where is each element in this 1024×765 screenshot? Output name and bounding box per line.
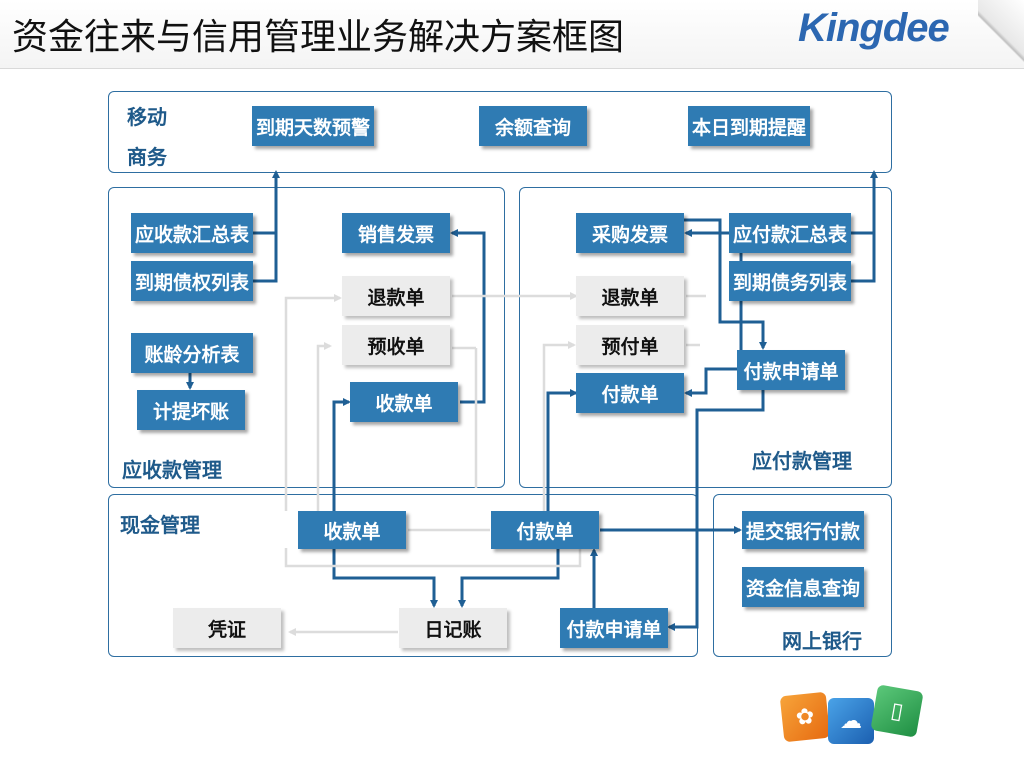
label-cash-management: 现金管理	[120, 513, 200, 537]
tablet-icon: ▯	[870, 684, 924, 738]
box-ar-receipt: 收款单	[350, 382, 458, 422]
box-ar-summary: 应收款汇总表	[131, 213, 253, 253]
box-sales-invoice: 销售发票	[342, 213, 450, 253]
header-bar: 资金往来与信用管理业务解决方案框图 Kingdee	[0, 0, 1024, 70]
box-balance-query: 余额查询	[479, 106, 587, 146]
box-cash-payment: 付款单	[491, 511, 599, 549]
label-mobile-commerce: 移动 商务	[127, 105, 167, 169]
box-today-due-reminder: 本日到期提醒	[688, 106, 810, 146]
box-cash-receipt: 收款单	[298, 511, 406, 549]
box-ap-summary: 应付款汇总表	[729, 213, 851, 253]
box-due-claims-list: 到期债权列表	[131, 261, 253, 301]
box-aging-analysis: 账龄分析表	[131, 333, 253, 373]
box-due-debts-list: 到期债务列表	[729, 261, 851, 301]
box-submit-bank-payment: 提交银行付款	[742, 511, 864, 549]
box-due-days-alert: 到期天数预警	[252, 106, 374, 146]
box-journal: 日记账	[399, 608, 507, 648]
decorative-cubes: ✿ ☁ ▯	[770, 684, 950, 764]
page-curl-decoration	[978, 0, 1024, 70]
box-ar-refund: 退款单	[342, 276, 450, 316]
box-purchase-invoice: 采购发票	[576, 213, 684, 253]
box-bad-debt-provision: 计提坏账	[137, 390, 245, 430]
label-accounts-payable: 应付款管理	[752, 449, 852, 473]
box-advance-receipt: 预收单	[342, 325, 450, 365]
box-ap-refund: 退款单	[576, 276, 684, 316]
page-title: 资金往来与信用管理业务解决方案框图	[12, 17, 625, 58]
box-voucher: 凭证	[173, 608, 281, 648]
network-icon: ✿	[779, 691, 831, 743]
label-online-banking: 网上银行	[782, 629, 862, 653]
box-advance-payment: 预付单	[576, 325, 684, 365]
cloud-icon: ☁	[828, 698, 874, 744]
box-ap-payment-request: 付款申请单	[737, 350, 845, 390]
box-fund-info-query: 资金信息查询	[742, 567, 864, 607]
box-ap-payment: 付款单	[576, 373, 684, 413]
label-accounts-receivable: 应收款管理	[122, 458, 222, 482]
kingdee-logo: Kingdee	[798, 6, 950, 50]
box-cash-payment-request: 付款申请单	[560, 608, 668, 648]
